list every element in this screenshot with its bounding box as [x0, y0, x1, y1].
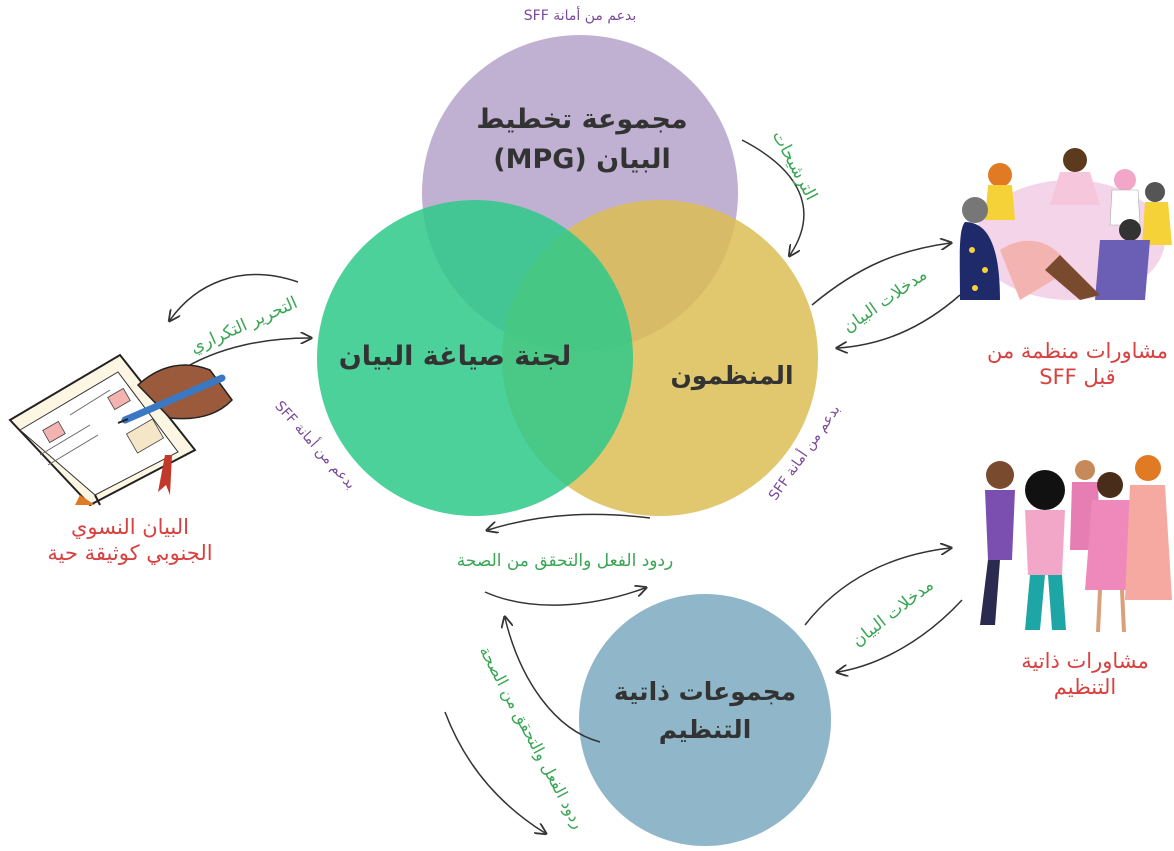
feedback-label-2: ردود الفعل والتحقق من الصحة	[475, 643, 588, 832]
living-document-line2: الجنوبي كوثيقة حية	[47, 541, 213, 566]
inputs1-arrow-bottom	[838, 294, 961, 348]
self-consultations-line1: مشاورات ذاتية	[1021, 649, 1149, 673]
drafting-title: لجنة صياغة البيان	[339, 341, 571, 372]
selforg-title-line1: مجموعات ذاتية	[614, 677, 796, 707]
mpg-title-line2: البيان (MPG)	[493, 144, 671, 175]
mpg-title-line1: مجموعة تخطيط	[476, 104, 687, 135]
self-consultations-label: مشاورات ذاتية التنظيم	[1000, 648, 1170, 701]
feedback2-arrow-up	[505, 618, 601, 743]
selforg-title-line2: التنظيم	[659, 715, 752, 744]
edit-arrow-bottom	[177, 338, 310, 373]
feedback1-arrow-top	[488, 513, 651, 530]
notebook-writing-icon	[8, 353, 233, 507]
statement-inputs-label-2: مدخلات البيان	[848, 575, 937, 651]
self-consultations-line2: التنظيم	[1053, 675, 1117, 700]
sff-support-top: بدعم من أمانة SFF	[524, 6, 636, 24]
people-hugging-group-icon	[980, 455, 1172, 633]
sff-consultations-line1: مشاورات منظمة من	[986, 339, 1169, 363]
system-title: المنظمون	[670, 361, 793, 391]
sff-consultations-line2: قبل SFF	[1039, 365, 1116, 390]
living-document-line1: البيان النسوي	[71, 515, 189, 539]
nominations-label: الترشيحات	[768, 127, 821, 203]
feedback2-arrow-down	[444, 711, 545, 833]
edit-arrow-top	[170, 273, 299, 320]
inputs1-arrow-top	[811, 243, 950, 306]
sff-consultations-label: مشاورات منظمة من قبل SFF	[985, 338, 1170, 391]
inputs2-arrow-top	[804, 548, 950, 626]
drafting-circle	[317, 200, 633, 516]
feedback-label-1: ردود الفعل والتحقق من الصحة	[457, 551, 674, 571]
living-document-label: البيان النسوي الجنوبي كوثيقة حية	[15, 514, 245, 567]
iterative-editing-label: التحرير التكراري	[187, 293, 300, 358]
selforg-circle	[579, 594, 831, 846]
feedback1-arrow-bottom	[484, 588, 645, 606]
nominations-arrow	[741, 139, 805, 255]
people-sitting-in-circle-icon	[959, 148, 1172, 300]
inputs2-arrow-bottom	[838, 599, 963, 672]
